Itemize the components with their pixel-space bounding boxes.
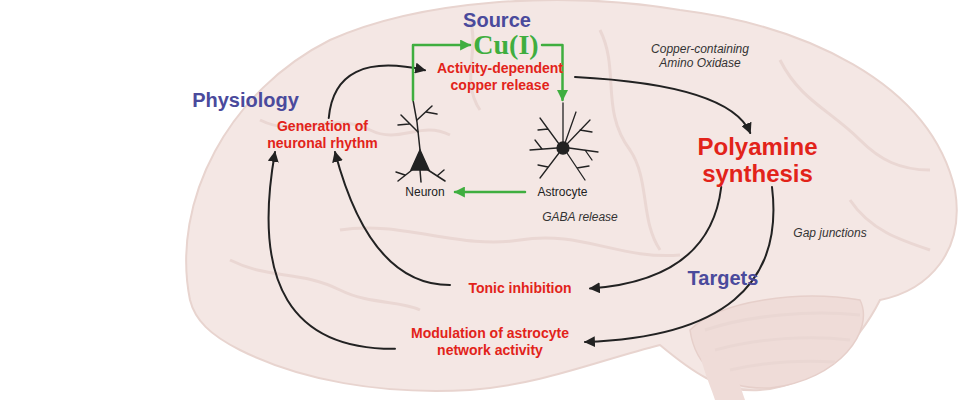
process-arrow [575, 77, 750, 133]
cell-node: Astrocyte [525, 100, 600, 200]
astrocyte-process [569, 148, 598, 160]
sulcus [850, 200, 930, 250]
node-text: Neuron [395, 185, 455, 200]
ion-label: Cu(I) [470, 28, 542, 62]
neuron-dendrite [413, 100, 420, 150]
process-label: Polyamine synthesis [685, 133, 830, 187]
copper-flow-arrow [455, 191, 525, 194]
neuron-soma [411, 150, 429, 170]
astrocyte-process [565, 112, 576, 143]
astrocyte-process [562, 103, 563, 142]
process-arrow [269, 152, 395, 349]
neuron-symbol [396, 100, 445, 182]
process-label: Tonic inhibition [450, 280, 590, 297]
cerebellum-fold [705, 313, 860, 330]
neuron-dendrite [398, 115, 418, 132]
node-text: Activity-dependent copper release [425, 60, 575, 94]
section-heading: Source [447, 8, 547, 32]
cell-node: Neuron [395, 100, 455, 200]
astrocyte-process [538, 153, 559, 178]
astrocyte-process [538, 118, 559, 144]
neuron-axon [420, 170, 421, 182]
edge-label: Copper-containing Amino Oxidase [640, 42, 760, 70]
neuron-dendrite [428, 170, 445, 181]
process-arrow [329, 66, 425, 118]
process-arrow [335, 152, 450, 285]
astrocyte-process [567, 120, 592, 144]
process-label: Generation of neuronal rhythm [260, 118, 385, 152]
brain-outline [186, 0, 957, 391]
cerebellum-fold [730, 361, 835, 370]
node-text: Polyamine synthesis [685, 133, 830, 187]
neuron-dendrite [417, 106, 437, 120]
astrocyte-symbol [530, 103, 598, 180]
edge-label: Gap junctions [785, 226, 875, 240]
process-label: Activity-dependent copper release [425, 60, 575, 94]
node-text: Modulation of astrocyte network activity [395, 325, 585, 359]
node-text: Generation of neuronal rhythm [260, 118, 385, 152]
astrocyte-process [530, 140, 557, 150]
section-heading: Physiology [188, 88, 303, 112]
astrocyte-process [567, 153, 589, 180]
cerebellum-fold [715, 338, 850, 350]
neuron-dendrite [396, 170, 412, 181]
process-label: Modulation of astrocyte network activity [395, 325, 585, 359]
node-text: Tonic inhibition [450, 280, 590, 297]
edge-label: GABA release [540, 210, 620, 224]
sulcus [230, 260, 420, 310]
sulcus [340, 228, 680, 256]
brain-sulci [230, 20, 930, 370]
node-text: Cu(I) [470, 28, 542, 62]
node-text: Astrocyte [525, 185, 600, 200]
brain-stem [700, 355, 745, 400]
section-heading: Targets [678, 266, 768, 290]
